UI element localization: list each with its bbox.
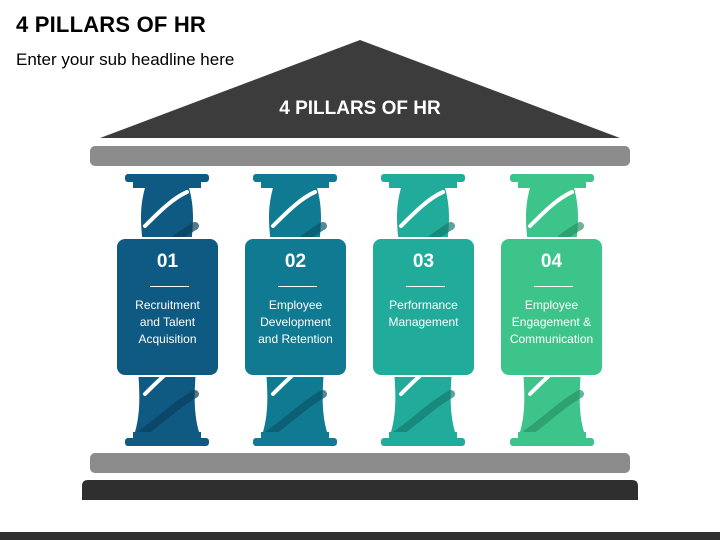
- pillar-twist-shade: [137, 390, 199, 438]
- pillar-twist-shade: [393, 390, 455, 438]
- page-subtitle: Enter your sub headline here: [16, 50, 235, 69]
- pillar-number: 03: [412, 251, 435, 272]
- pillar-label-line: Development: [260, 315, 331, 329]
- card-divider: [534, 286, 573, 287]
- pillar-capital: [253, 174, 337, 182]
- pillar-base-neck: [133, 432, 201, 438]
- pillar-capital-neck: [261, 182, 329, 188]
- card-divider: [406, 286, 445, 287]
- pillar-label: Employee Engagement & Communication: [505, 297, 598, 348]
- pillar-label: Employee Development and Retention: [249, 297, 342, 348]
- card-divider: [150, 286, 189, 287]
- pillar-label-line: and Retention: [258, 332, 333, 346]
- pillar-label-line: Acquisition: [138, 332, 197, 346]
- pillar-capital: [510, 174, 594, 182]
- pillar-capital-neck: [518, 182, 586, 188]
- pillar-twist-shade: [522, 390, 584, 438]
- pillar-capital-neck: [389, 182, 457, 188]
- pillar-label-line: and Talent: [139, 315, 196, 329]
- pillar-twist-groove: [271, 190, 317, 228]
- pillar-label: Recruitment and Talent Acquisition: [121, 297, 214, 348]
- pillar-capital: [381, 174, 465, 182]
- page-title: 4 PILLARS OF HR: [16, 12, 207, 37]
- pillar-twist-shade: [265, 390, 327, 438]
- pillar-card-01: 01 Recruitment and Talent Acquisition: [115, 237, 220, 377]
- pillar-card-02: 02 Employee Development and Retention: [243, 237, 348, 377]
- pillar-card-03: 03 Performance Management: [371, 237, 476, 377]
- pillar-label-line: Employee: [524, 298, 579, 312]
- top-beam: [90, 146, 630, 166]
- pillar-base: [510, 438, 594, 446]
- pillar-capital-neck: [133, 182, 201, 188]
- pillar-label-line: Recruitment: [135, 298, 200, 312]
- roof-title: 4 PILLARS OF HR: [279, 98, 441, 119]
- pillar-label-line: Employee: [268, 298, 323, 312]
- pillar-number: 01: [156, 251, 179, 272]
- pillar-base: [381, 438, 465, 446]
- pillar-twist-groove: [528, 190, 574, 228]
- pillar-label-line: Management: [388, 315, 459, 329]
- pillar-base-neck: [518, 432, 586, 438]
- pillar-label-line: Performance: [389, 298, 458, 312]
- pillar-base-neck: [261, 432, 329, 438]
- pillar-capital: [125, 174, 209, 182]
- bottom-beam: [90, 453, 630, 473]
- pillar-label: Performance Management: [377, 297, 470, 331]
- pillar-twist-groove: [143, 190, 189, 228]
- pillar-base-neck: [389, 432, 457, 438]
- pillar-number: 04: [540, 251, 563, 272]
- pillar-base: [253, 438, 337, 446]
- pillar-label-line: Engagement &: [511, 315, 592, 329]
- base-platform: [82, 480, 638, 500]
- footer-bar: [0, 532, 720, 540]
- roof: [100, 40, 620, 138]
- card-divider: [278, 286, 317, 287]
- pillar-base: [125, 438, 209, 446]
- pillar-number: 02: [284, 251, 307, 272]
- pillar-label-line: Communication: [509, 332, 594, 346]
- pillar-twist-groove: [399, 190, 445, 228]
- pillar-card-04: 04 Employee Engagement & Communication: [499, 237, 604, 377]
